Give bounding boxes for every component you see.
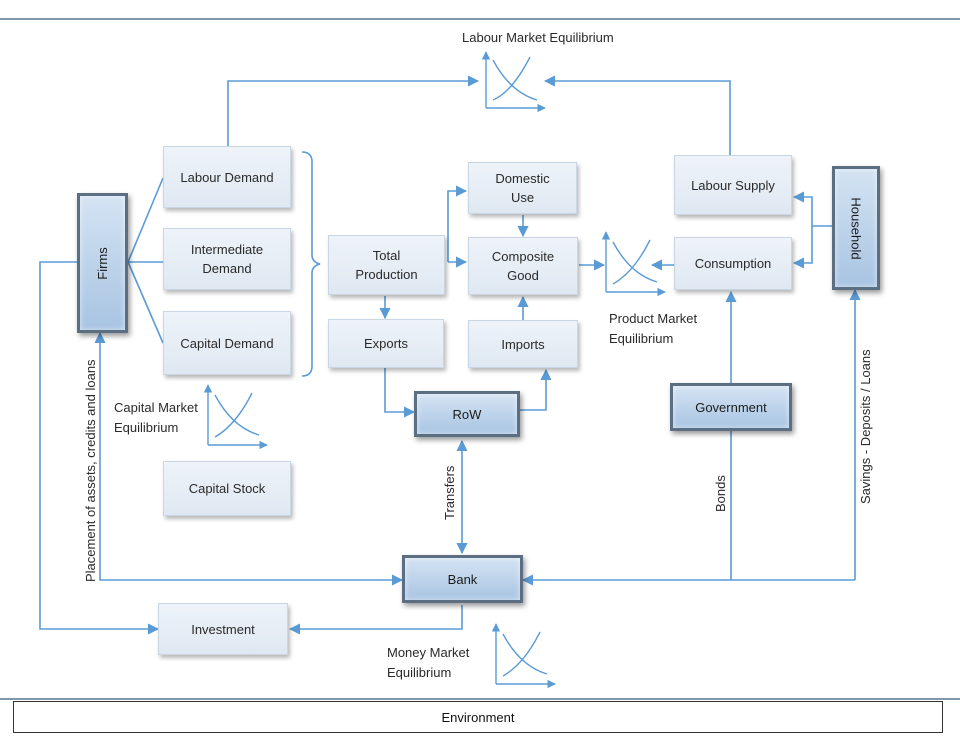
arrow-labour-demand-to-market (227, 75, 480, 146)
transfers-label: Transfers (442, 465, 457, 520)
firms-label: Firms (95, 246, 110, 280)
investment-box[interactable]: Investment (158, 603, 288, 655)
savings-label: Savings - Deposits / Loans (858, 349, 873, 504)
household-label: Household (848, 196, 864, 260)
government-node[interactable]: Government (670, 383, 792, 431)
imports-box[interactable]: Imports (468, 320, 578, 368)
product-market-chart (601, 231, 666, 297)
arrow-exports-to-row (384, 368, 416, 418)
money-market-chart (491, 623, 556, 689)
arrow-row-to-imports (520, 368, 552, 411)
money-market-label: Money Market Equilibrium (387, 645, 470, 680)
exports-box[interactable]: Exports (328, 319, 444, 368)
bottom-border (0, 698, 960, 700)
intermediate-demand-box[interactable]: Intermediate Demand (163, 228, 291, 290)
bank-node[interactable]: Bank (402, 555, 523, 603)
row-node[interactable]: RoW (414, 391, 520, 437)
link-firms-capital (127, 261, 164, 344)
arrow-production-to-domestic (447, 185, 468, 262)
brace (301, 151, 321, 377)
labour-market-chart (481, 51, 546, 113)
capital-demand-box[interactable]: Capital Demand (163, 311, 291, 375)
capital-stock-box[interactable]: Capital Stock (163, 461, 291, 516)
firms-node[interactable]: Firms (77, 193, 128, 333)
labour-demand-box[interactable]: Labour Demand (163, 146, 291, 208)
environment-bar[interactable]: Environment (13, 701, 943, 733)
capital-market-label: Capital Market Equilibrium (114, 400, 198, 435)
bonds-label: Bonds (713, 475, 728, 512)
arrow-bank-to-investment (288, 605, 463, 635)
labour-market-label: Labour Market Equilibrium (462, 30, 614, 45)
arrow-placement (94, 331, 404, 586)
labour-supply-box[interactable]: Labour Supply (674, 155, 792, 215)
arrow-household-to-consumption (792, 226, 813, 269)
arrow-household-to-labour-supply (792, 191, 832, 227)
top-border (0, 18, 960, 20)
product-market-label: Product Market Equilibrium (609, 311, 698, 346)
domestic-use-box[interactable]: Domestic Use (468, 162, 577, 214)
link-firms-labour (127, 177, 164, 263)
arrow-bonds (521, 431, 732, 586)
composite-good-box[interactable]: Composite Good (468, 237, 578, 295)
household-node[interactable]: Household (832, 166, 880, 290)
consumption-box[interactable]: Consumption (674, 237, 792, 290)
arrow-firms-to-investment (39, 261, 160, 635)
capital-market-chart (203, 384, 268, 450)
arrow-labour-supply-to-market (543, 75, 731, 155)
placement-label: Placement of assets, credits and loans (83, 359, 98, 582)
total-production-box[interactable]: Total Production (328, 235, 445, 295)
